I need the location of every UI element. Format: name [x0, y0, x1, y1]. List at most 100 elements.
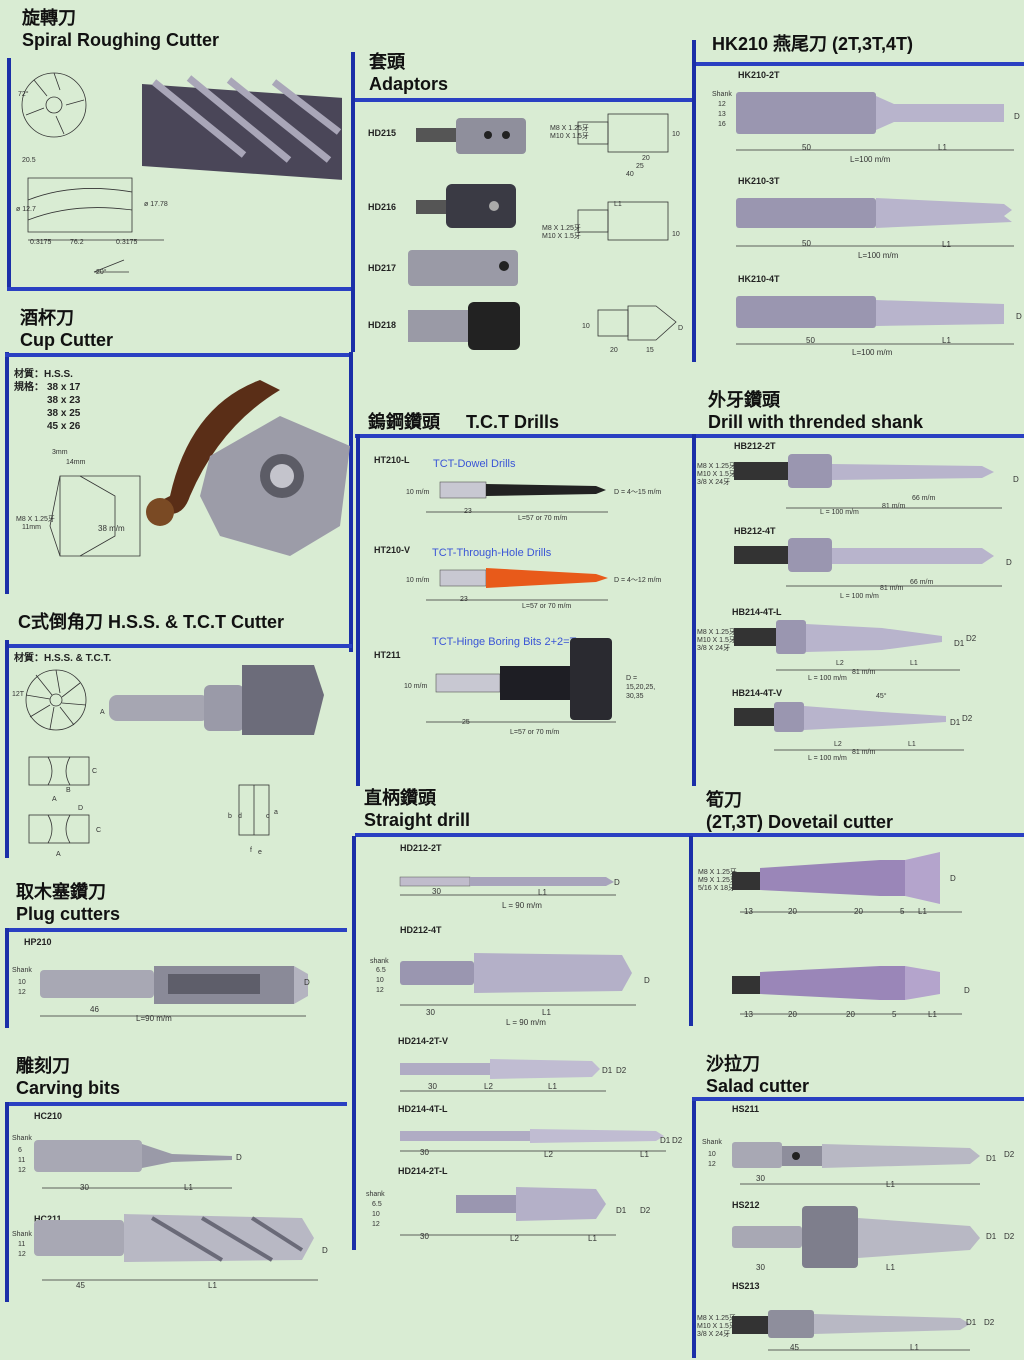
threaded-spec-3a: M8 X 1.25牙	[697, 629, 736, 636]
chamfer-dim-c2: C	[96, 827, 102, 834]
plug-shank-label: Shank	[12, 967, 32, 974]
hk210-dim-L1-a: L1	[938, 143, 947, 152]
tct-code-3: HT211	[374, 650, 401, 660]
threaded-L-2: L = 100 m/m	[840, 593, 879, 600]
divider-threaded-top	[696, 434, 1024, 438]
adaptor-thread-m8-b: M8 X 1.25牙	[542, 225, 581, 232]
salad-spec-1: M8 X 1.25牙	[697, 1315, 736, 1322]
carving-shank-label-1: Shank	[12, 1135, 32, 1142]
salad-spec-2: M10 X 1.5牙	[697, 1323, 736, 1330]
threaded-code-4: HB214-4T-V	[732, 688, 783, 698]
salad-D2-2: D2	[1004, 1232, 1015, 1241]
straight-D1-5: D1	[616, 1206, 627, 1215]
divider-col2-mid	[356, 434, 360, 786]
tct-title-en: T.C.T Drills	[466, 412, 560, 432]
straight-code-1: HD212-2T	[400, 843, 442, 853]
straight-30-1: 30	[432, 887, 441, 896]
cup-title-zh: 酒杯刀	[20, 308, 74, 328]
straight-shank-65-a: 6.5	[376, 967, 386, 974]
dovetail-D-b: D	[964, 986, 970, 995]
threaded-spec-1a: M8 X 1.25牙	[697, 463, 736, 470]
adaptor-code-hd216: HD216	[368, 202, 397, 212]
salad-D1-3: D1	[966, 1318, 977, 1327]
salad-code-1: HS211	[732, 1104, 760, 1114]
chamfer-title: C式倒角刀 H.S.S. & T.C.T Cutter	[18, 612, 285, 632]
carving-shank-11a: 11	[18, 1157, 26, 1164]
straight-30-3: 30	[428, 1082, 437, 1091]
threaded-D2-3: D2	[966, 634, 977, 643]
tct-d-2: 10 m/m	[406, 577, 430, 584]
divider-salad-top	[692, 1097, 1024, 1101]
adaptors-title-en: Adaptors	[369, 74, 449, 94]
cup-dim-3mm: 3mm	[52, 449, 68, 456]
straight-shank-12-a: 12	[376, 987, 384, 994]
straight-L2-5: L2	[510, 1234, 519, 1243]
cup-dim-thread: M8 X 1.25牙	[16, 516, 55, 523]
adaptor-thread-m8: M8 X 1.25牙	[550, 125, 589, 132]
dovetail-title-zh: 筍刀	[706, 790, 742, 810]
tct-title-zh: 鎢鋼鑽頭	[368, 412, 440, 432]
plug-L: L=90 m/m	[136, 1014, 172, 1023]
salad-D1-2: D1	[986, 1232, 997, 1241]
chamfer-dim-a4: a	[274, 809, 278, 816]
carving-code-2: HC211	[34, 1214, 62, 1224]
spiral-dim-angle: 72°	[18, 91, 29, 98]
chamfer-dim-e: e	[258, 849, 262, 856]
threaded-title-zh: 外牙鑽頭	[708, 390, 780, 410]
straight-shank-65-b: 6.5	[372, 1201, 382, 1208]
threaded-L2-3: L2	[836, 660, 844, 667]
straight-30-2: 30	[426, 1008, 435, 1017]
divider-col2-right	[692, 40, 696, 362]
carving-shank-label-2: Shank	[12, 1231, 32, 1238]
divider-left	[7, 58, 11, 290]
plug-title-zh: 取木塞鑽刀	[16, 882, 106, 902]
tct-code-1: HT210-L	[374, 455, 410, 465]
cup-dim-11mm: 11mm	[22, 524, 41, 531]
threaded-spec-1c: 3/8 X 24牙	[697, 479, 731, 486]
threaded-D1-3: D1	[954, 639, 965, 648]
threaded-L2-4: L2	[834, 741, 842, 748]
divider-col1-right-2	[349, 352, 353, 652]
chamfer-dim-a2: A	[52, 796, 57, 803]
hk210-title: HK210 燕尾刀 (2T,3T,4T)	[712, 34, 914, 54]
divider-dovetail-top	[693, 833, 1024, 837]
threaded-spec-1b: M10 X 1.5牙	[697, 471, 736, 478]
threaded-81-2: 81 m/m	[880, 585, 904, 592]
hk210-dim-L-c: L=100 m/m	[852, 348, 893, 357]
chamfer-drawing	[25, 665, 324, 844]
threaded-spec-3b: M10 X 1.5牙	[697, 637, 736, 644]
divider-carving-top	[5, 1102, 347, 1106]
adaptor-dim-15: 15	[646, 347, 654, 354]
straight-D-1: D	[614, 878, 620, 887]
threaded-D-2: D	[1006, 558, 1012, 567]
carving-L1-1: L1	[184, 1183, 193, 1192]
adaptor-dim-20b: 20	[610, 347, 618, 354]
straight-L-1: L = 90 m/m	[502, 901, 542, 910]
divider-col2-right-3	[689, 836, 693, 1026]
carving-title-zh: 雕刻刀	[16, 1056, 70, 1076]
adaptors-drawing	[408, 113, 677, 350]
carving-D-1: D	[236, 1153, 242, 1162]
straight-shank-10-b: 10	[372, 1211, 380, 1218]
cup-material: 材質：H.S.S.	[14, 369, 73, 380]
straight-30-4: 30	[420, 1148, 429, 1157]
straight-code-4: HD214-4T-L	[398, 1104, 448, 1114]
carving-45: 45	[76, 1281, 85, 1290]
plug-D: D	[304, 978, 310, 987]
spiral-dim-outer: ø 17.78	[144, 201, 168, 208]
spiral-title-zh: 旋轉刀	[22, 8, 76, 28]
salad-30-2: 30	[756, 1263, 765, 1272]
divider-col1-chamfer	[5, 640, 9, 858]
tct-code-2: HT210-V	[374, 545, 411, 555]
cup-drawing	[49, 380, 350, 557]
salad-code-3: HS213	[732, 1281, 760, 1291]
straight-shank-label-a: shank	[370, 958, 389, 965]
threaded-81-1: 81 m/m	[882, 503, 906, 510]
tct-drawing	[426, 481, 616, 723]
hk210-dim-50-b: 50	[802, 239, 811, 248]
adaptor-dim-D: D	[678, 325, 684, 332]
straight-D2-3: D2	[616, 1066, 627, 1075]
salad-spec-3: 3/8 X 24牙	[697, 1331, 731, 1338]
dovetail-5-a: 5	[900, 907, 905, 916]
hk210-shank-13: 13	[718, 111, 726, 118]
